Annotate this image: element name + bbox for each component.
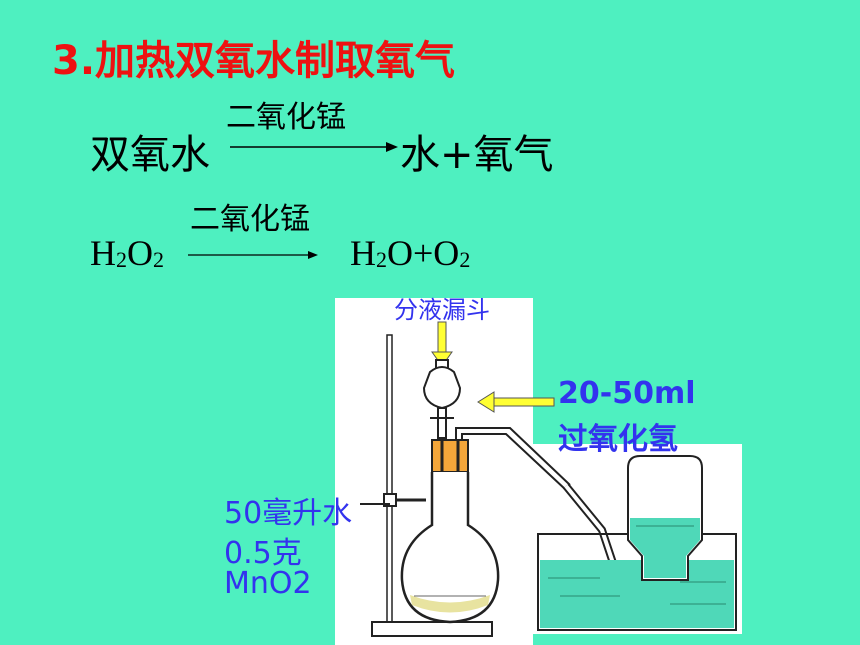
separatory-funnel — [422, 359, 462, 520]
water-label: 50毫升水 — [224, 496, 353, 531]
word-equation-reactant: 双氧水 — [90, 132, 210, 178]
chemical-equation-catalyst: 二氧化锰 — [190, 202, 310, 237]
peroxide-amount-label: 20-50ml — [558, 376, 696, 411]
chemical-equation-arrow — [188, 251, 318, 259]
peroxide-pointer-arrow — [477, 391, 555, 413]
chemical-equation-products: H2O+O2 — [350, 233, 471, 273]
water-trough — [537, 533, 737, 631]
mass-label: 0.5克 — [224, 536, 302, 571]
word-equation-arrow — [230, 142, 398, 152]
word-equation-catalyst: 二氧化锰 — [226, 100, 346, 135]
collection-bottle — [627, 455, 703, 581]
word-equation-products: 水+氧气 — [400, 132, 554, 178]
reagent-label: MnO2 — [224, 566, 312, 601]
peroxide-name-label: 过氧化氢 — [558, 422, 678, 457]
slide-title: 3.加热双氧水制取氧气 — [52, 38, 456, 84]
iron-stand — [360, 334, 493, 637]
rubber-stopper — [431, 439, 469, 473]
funnel-label: 分液漏斗 — [394, 296, 490, 324]
chemical-equation-reactant: H2O2 — [90, 233, 164, 273]
round-bottom-flask — [400, 472, 500, 624]
